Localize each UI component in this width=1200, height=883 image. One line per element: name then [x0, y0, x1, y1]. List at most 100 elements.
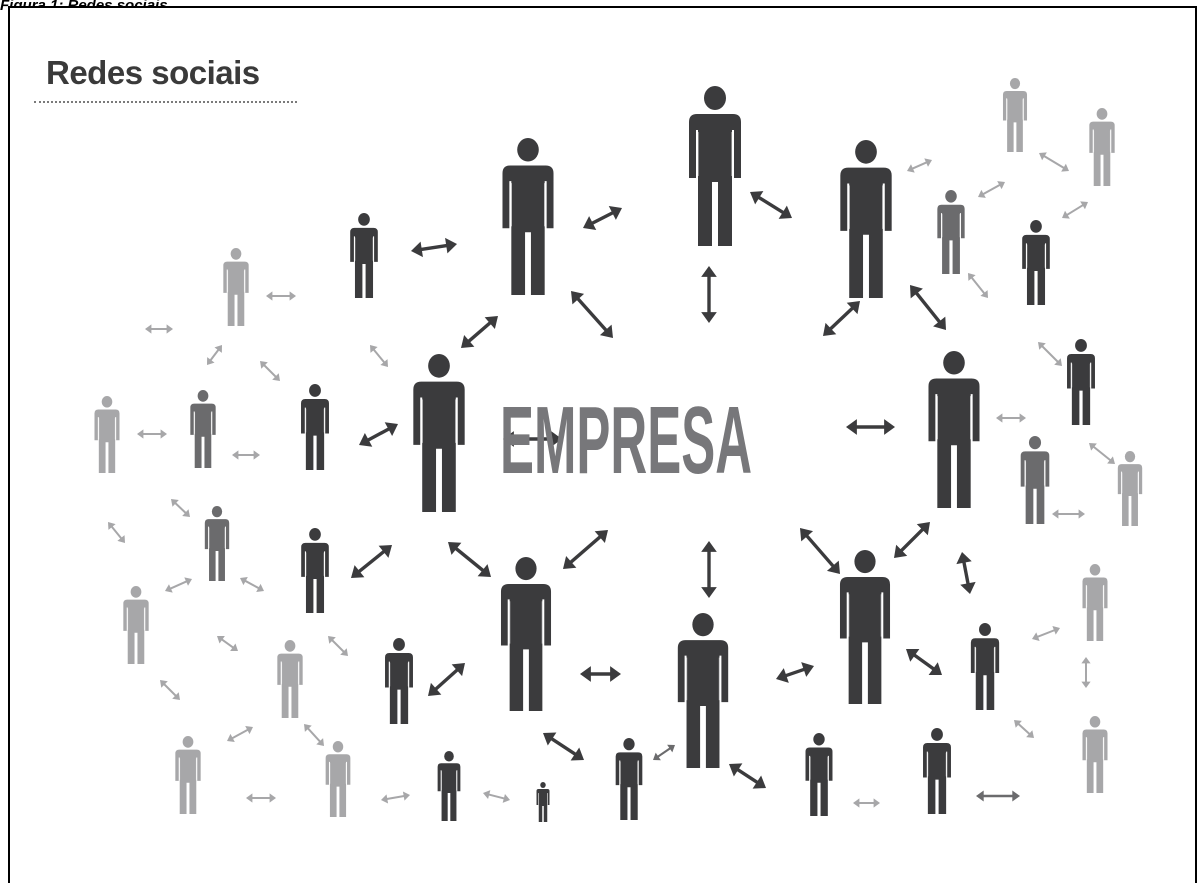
double-arrow-icon — [207, 345, 222, 365]
person-icon — [840, 140, 892, 298]
double-arrow-icon — [968, 273, 988, 298]
center-node-label: EMPRESA — [500, 387, 752, 494]
person-icon — [615, 738, 643, 820]
person-icon — [937, 190, 965, 274]
diagram-title: Redes sociais — [46, 54, 260, 91]
double-arrow-icon — [580, 666, 621, 682]
double-arrow-icon — [108, 522, 125, 543]
double-arrow-icon — [370, 345, 388, 367]
double-arrow-icon — [260, 361, 280, 381]
double-arrow-icon — [976, 790, 1020, 802]
double-arrow-icon — [359, 422, 398, 447]
double-arrow-icon — [304, 724, 324, 746]
double-arrow-icon — [571, 291, 613, 338]
double-arrow-icon — [232, 450, 260, 460]
person-icon — [301, 384, 329, 470]
double-arrow-icon — [145, 324, 173, 334]
title-underline — [34, 101, 297, 103]
social-network-diagram: EMPRESA — [94, 78, 1143, 822]
person-icon — [413, 354, 465, 512]
double-arrow-icon — [776, 662, 814, 683]
person-icon — [223, 248, 249, 326]
double-arrow-icon — [1039, 152, 1069, 172]
double-arrow-icon — [910, 285, 946, 330]
person-icon — [502, 138, 554, 295]
person-icon — [677, 613, 729, 768]
connection-arrows — [108, 152, 1115, 808]
person-icon — [204, 506, 230, 581]
double-arrow-icon — [701, 541, 717, 598]
person-icon — [1022, 220, 1050, 305]
double-arrow-icon — [907, 158, 932, 173]
person-icon — [1082, 564, 1108, 641]
person-icon — [928, 351, 980, 508]
person-icon — [350, 213, 378, 298]
double-arrow-icon — [1081, 657, 1091, 688]
double-arrow-icon — [160, 680, 180, 700]
double-arrow-icon — [906, 649, 942, 675]
double-arrow-icon — [217, 635, 238, 652]
person-icon — [385, 638, 413, 724]
double-arrow-icon — [729, 763, 766, 789]
double-arrow-icon — [701, 266, 717, 323]
double-arrow-icon — [978, 181, 1005, 198]
person-icon — [923, 728, 951, 814]
double-arrow-icon — [483, 790, 510, 803]
double-arrow-icon — [1032, 626, 1060, 641]
double-arrow-icon — [1089, 443, 1115, 464]
person-icon — [500, 557, 552, 711]
double-arrow-icon — [428, 663, 465, 696]
people-nodes — [94, 78, 1143, 822]
double-arrow-icon — [563, 530, 608, 569]
double-arrow-icon — [381, 791, 410, 804]
person-icon — [94, 396, 120, 473]
person-icon — [123, 586, 149, 664]
person-icon — [301, 528, 329, 613]
double-arrow-icon — [846, 419, 895, 435]
person-icon — [1082, 716, 1108, 793]
double-arrow-icon — [1038, 342, 1062, 366]
double-arrow-icon — [800, 528, 840, 574]
double-arrow-icon — [246, 793, 276, 803]
double-arrow-icon — [461, 316, 498, 348]
double-arrow-icon — [448, 542, 491, 577]
double-arrow-icon — [1062, 201, 1088, 219]
person-icon — [839, 550, 891, 704]
double-arrow-icon — [266, 291, 296, 301]
double-arrow-icon — [853, 798, 880, 808]
person-icon — [277, 640, 303, 718]
double-arrow-icon — [411, 237, 457, 258]
double-arrow-icon — [351, 545, 392, 578]
person-icon — [437, 751, 461, 821]
double-arrow-icon — [956, 552, 976, 594]
double-arrow-icon — [1014, 720, 1034, 738]
double-arrow-icon — [823, 301, 860, 336]
double-arrow-icon — [240, 577, 264, 592]
person-icon — [175, 736, 201, 814]
person-icon — [689, 86, 741, 246]
person-icon — [1089, 108, 1115, 186]
person-icon — [970, 623, 1000, 710]
double-arrow-icon — [503, 431, 562, 447]
person-icon — [805, 733, 833, 816]
person-icon — [1002, 78, 1028, 152]
double-arrow-icon — [1052, 509, 1085, 519]
double-arrow-icon — [165, 577, 192, 593]
person-icon — [1117, 451, 1143, 526]
double-arrow-icon — [653, 744, 675, 761]
person-icon — [1067, 339, 1095, 425]
double-arrow-icon — [750, 191, 792, 219]
double-arrow-icon — [996, 413, 1026, 423]
person-icon — [190, 390, 216, 468]
person-icon — [1020, 436, 1050, 524]
person-icon — [325, 741, 351, 817]
double-arrow-icon — [171, 499, 190, 517]
double-arrow-icon — [543, 732, 584, 761]
double-arrow-icon — [137, 429, 167, 439]
person-icon — [536, 782, 550, 822]
figure-frame: Redes sociais EMPRESA — [8, 6, 1197, 883]
double-arrow-icon — [894, 522, 930, 558]
double-arrow-icon — [328, 636, 348, 656]
double-arrow-icon — [227, 725, 253, 743]
double-arrow-icon — [583, 206, 622, 230]
